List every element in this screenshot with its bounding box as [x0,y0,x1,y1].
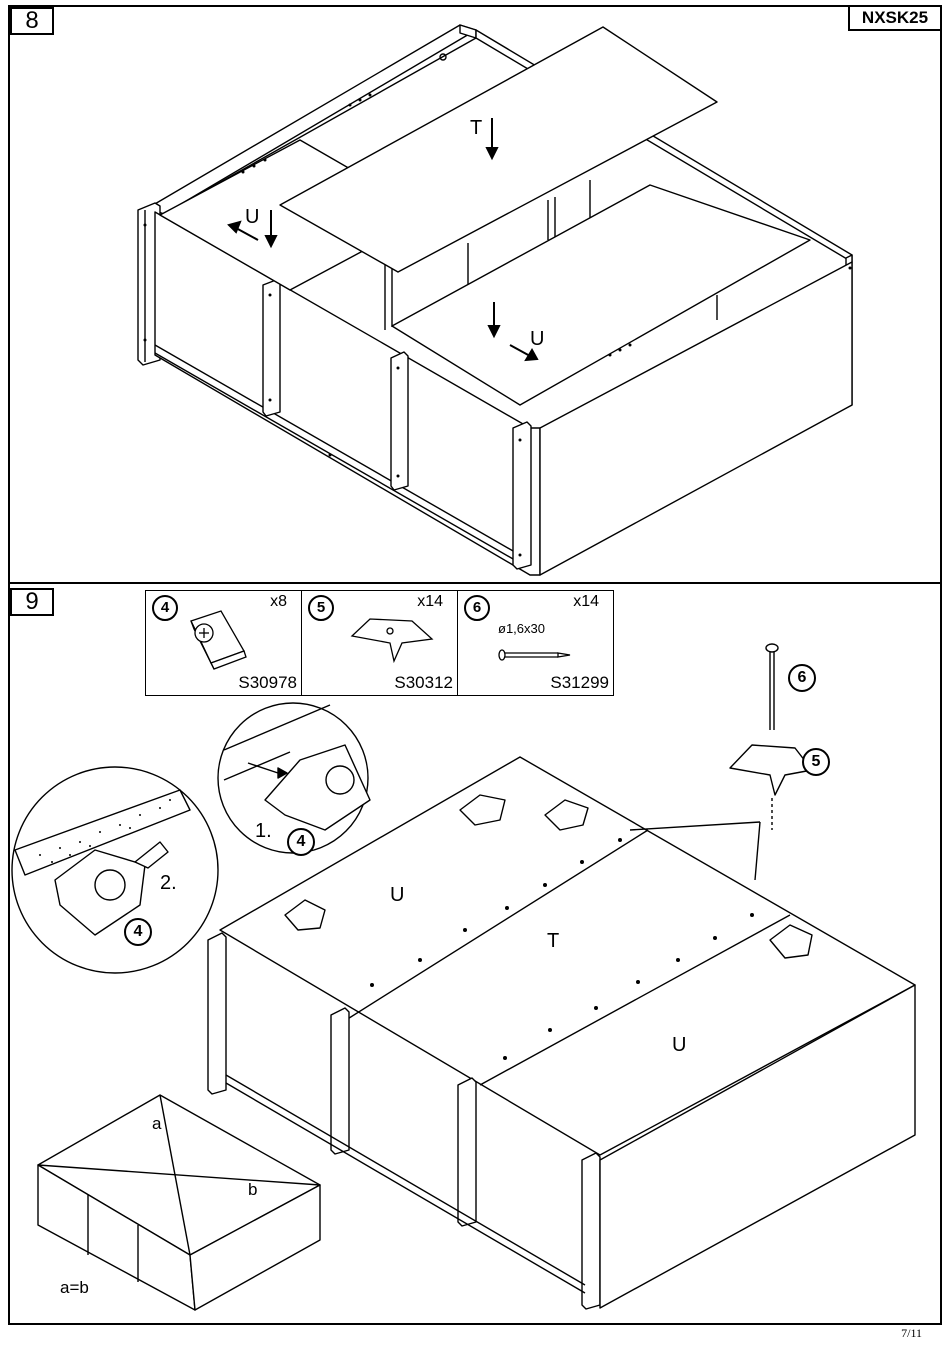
clip-part-number: 5 [802,748,830,776]
detail-1-part-number: 4 [287,828,315,856]
diagonal-b-label: b [248,1180,257,1200]
diagonal-a-label: a [152,1114,161,1134]
step-9-center-panel-label: T [547,930,559,953]
detail-2-part-number: 4 [124,918,152,946]
detail-1-step-label: 1. [255,820,272,843]
detail-2-step-label: 2. [160,872,177,895]
diagonal-rule-label: a=b [60,1278,89,1298]
step-9-left-panel-label: U [390,884,404,907]
step-9-right-panel-label: U [672,1034,686,1057]
nail-part-number: 6 [788,664,816,692]
page-number: 7/11 [901,1326,922,1341]
